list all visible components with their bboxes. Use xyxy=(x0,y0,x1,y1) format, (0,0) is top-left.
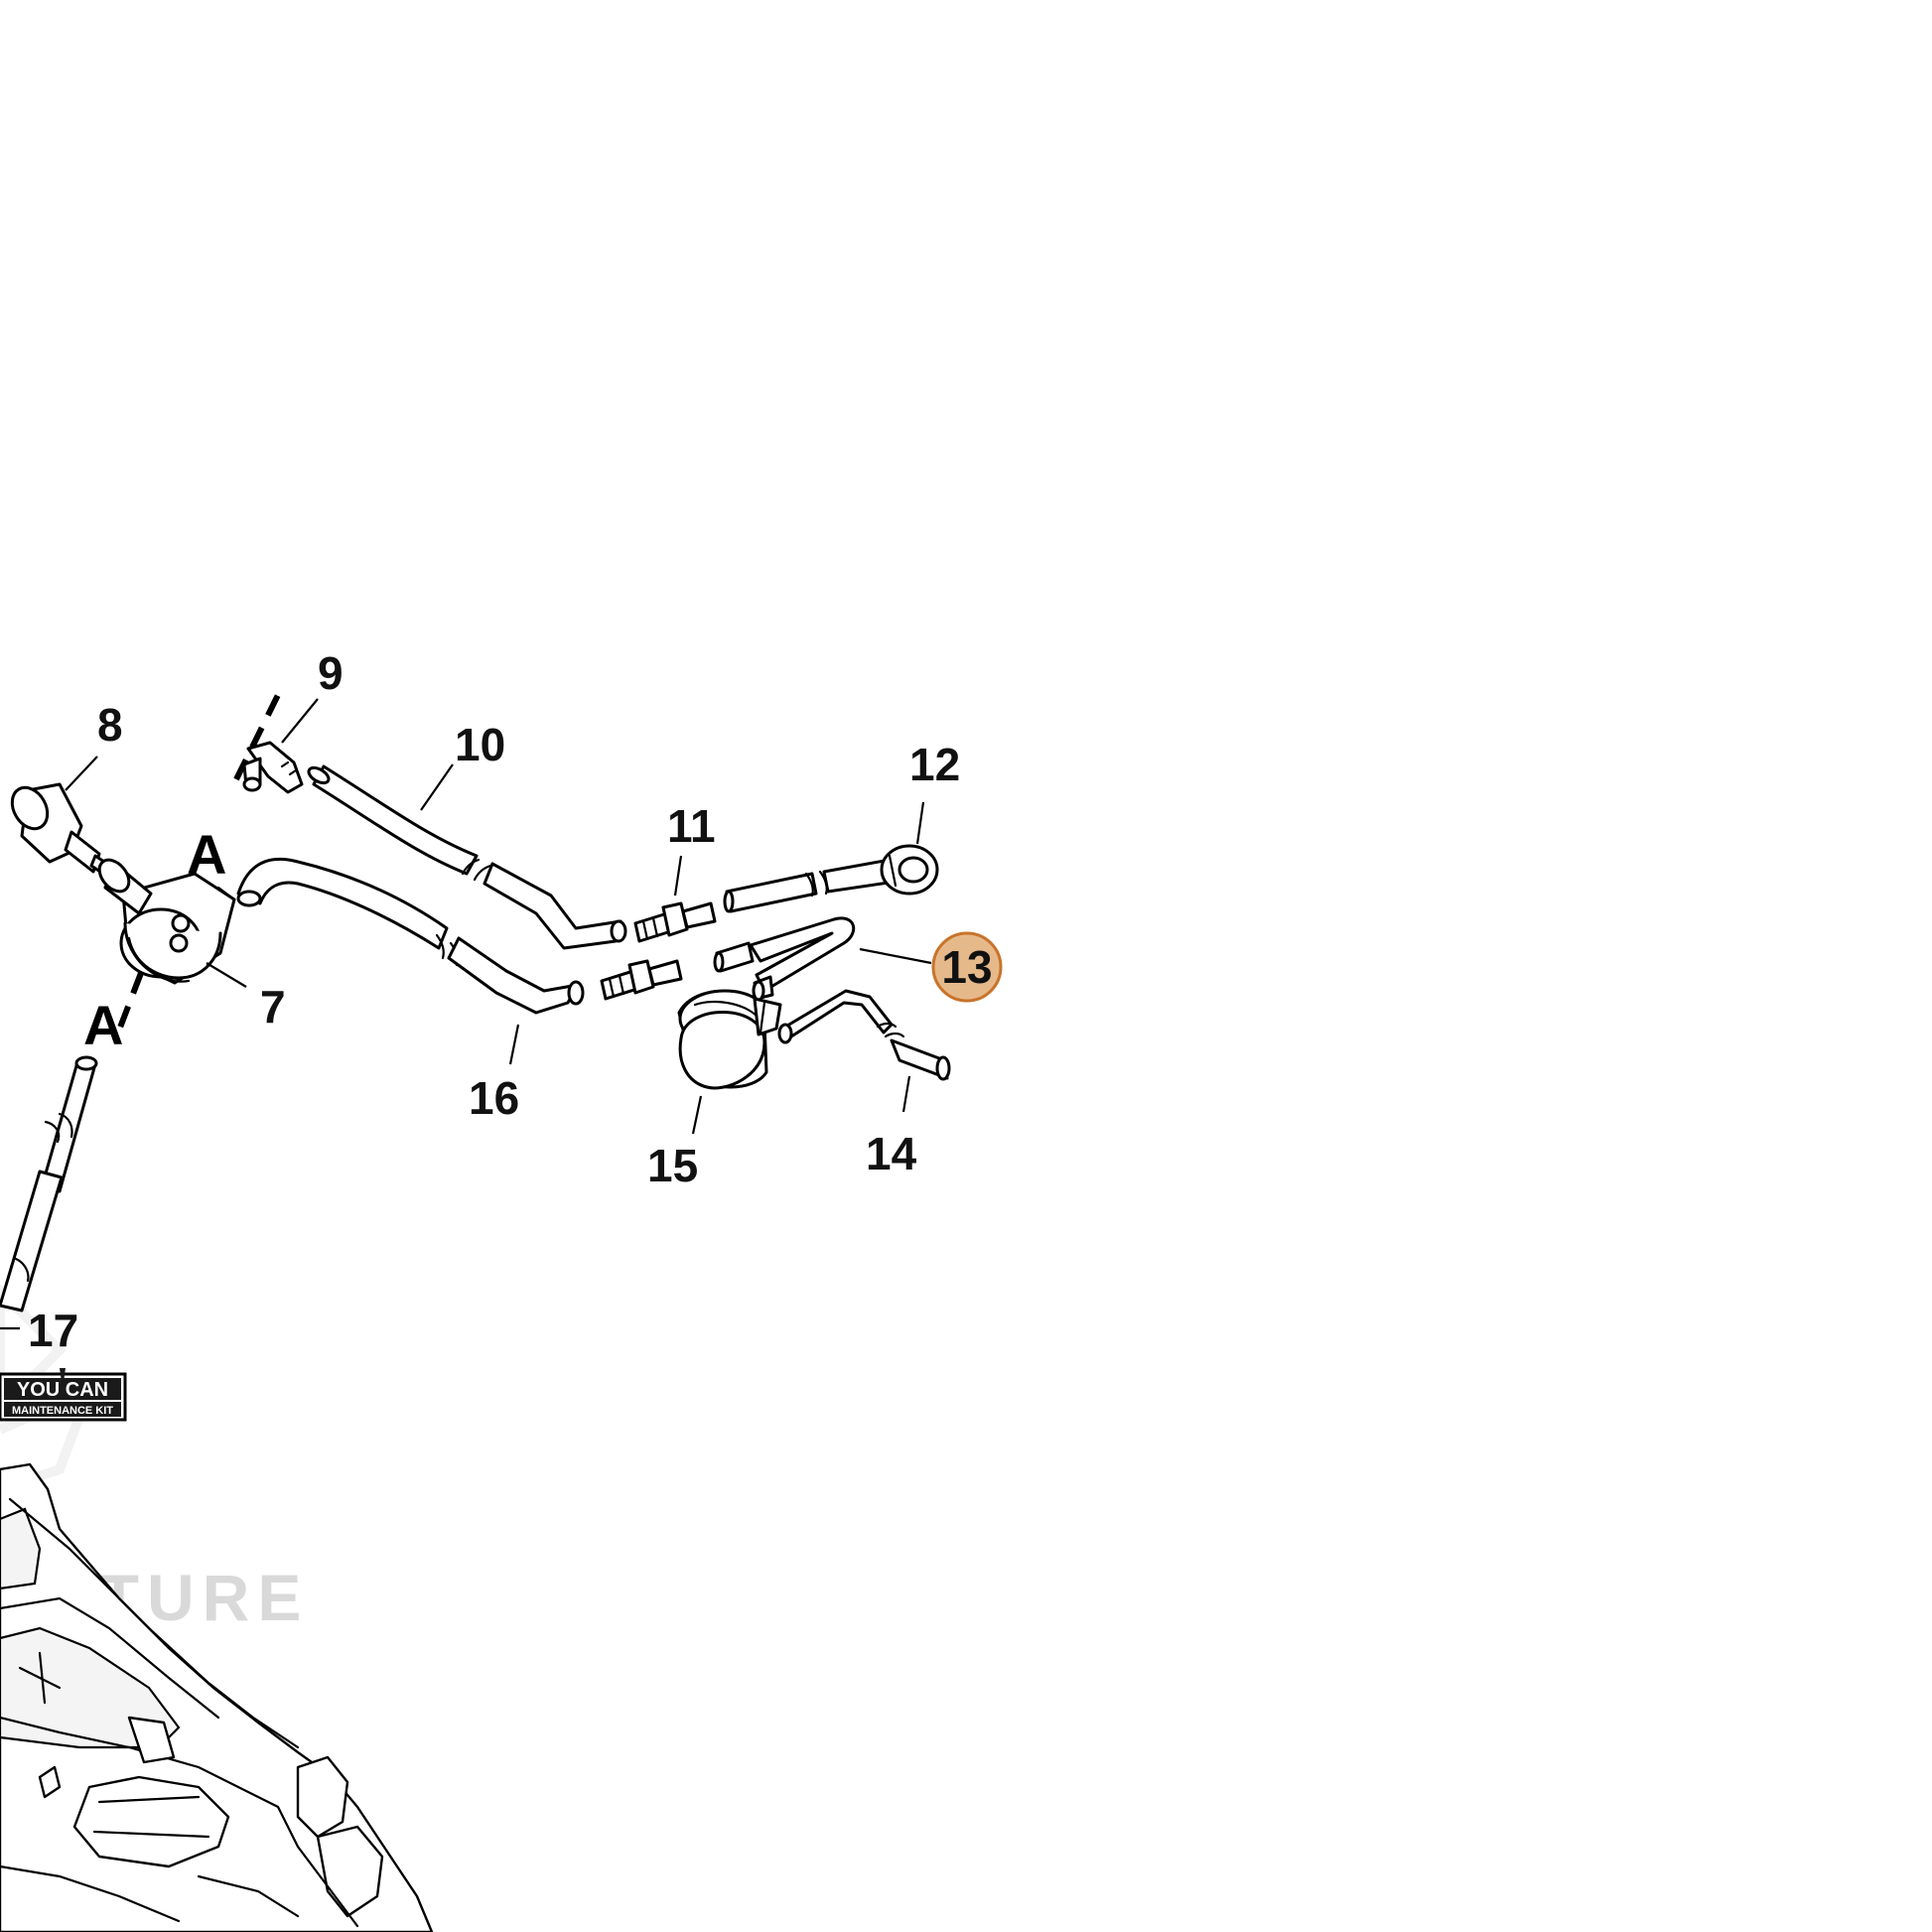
callout-11: 11 xyxy=(667,800,716,852)
callout-14: 14 xyxy=(866,1128,917,1179)
vehicle-chassis xyxy=(0,1462,434,1932)
wrench-icon xyxy=(60,1368,66,1382)
part-17-hose xyxy=(0,1055,98,1312)
part-14-hose xyxy=(777,989,951,1081)
callout-9: 9 xyxy=(318,647,344,699)
callout-13-highlight: 13 xyxy=(931,931,1003,1003)
part-15-filter xyxy=(677,989,782,1090)
reference-a-lower: A xyxy=(83,994,123,1056)
part-8-fitting xyxy=(10,782,109,876)
part-16-hose xyxy=(236,857,585,1015)
leader-lines xyxy=(0,698,932,1330)
part-7-valve xyxy=(97,858,236,985)
callout-10: 10 xyxy=(455,719,505,770)
callout-13: 13 xyxy=(941,941,992,993)
callout-7: 7 xyxy=(260,981,286,1033)
callout-17: 17 xyxy=(28,1305,78,1356)
part-11-connectors xyxy=(600,901,717,1001)
callout-12: 12 xyxy=(909,739,960,790)
callout-15: 15 xyxy=(647,1140,698,1191)
part-12-hose xyxy=(723,844,939,913)
callout-8: 8 xyxy=(97,699,123,751)
maintenance-kit-logo: YOU CAN MAINTENANCE KIT xyxy=(0,1368,127,1422)
callout-16: 16 xyxy=(469,1072,519,1124)
part-9-elbow xyxy=(242,741,304,794)
logo-line2: MAINTENANCE KIT xyxy=(12,1405,113,1417)
part-10-hose xyxy=(307,764,627,950)
part-13-hose xyxy=(713,916,856,1002)
logo-line1: YOU CAN xyxy=(17,1379,108,1401)
connection-line-lower xyxy=(112,971,144,1042)
